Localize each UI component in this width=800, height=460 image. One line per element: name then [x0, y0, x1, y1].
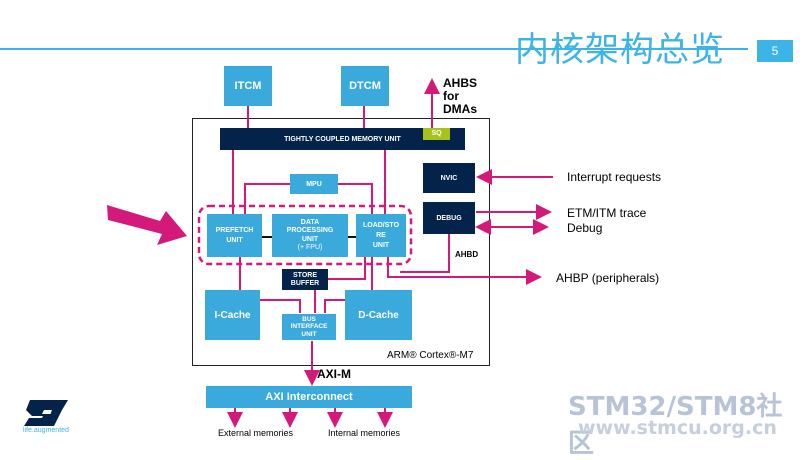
- ahbp-label: AHBP (peripherals): [556, 271, 660, 285]
- axi-m-label: AXI-M: [317, 367, 351, 381]
- debug-label: Debug: [567, 221, 603, 235]
- debug-block: DEBUG: [423, 202, 475, 234]
- mpu-block: MPU: [290, 174, 338, 194]
- watermark-url: www.stmcu.org.cn: [578, 417, 777, 439]
- cortex-m7-label: ARM® Cortex®-M7: [387, 350, 474, 361]
- logo-tagline: life.augmented: [23, 427, 69, 434]
- internal-memories-label: Internal memories: [328, 428, 401, 438]
- axi-interconnect-block: AXI Interconnect: [206, 386, 412, 408]
- st-logo-icon: [24, 400, 68, 426]
- connection-lines: [107, 78, 553, 428]
- ahbd-label: AHBD: [455, 250, 479, 259]
- tcm-unit-label: TIGHTLY COUPLED MEMORY UNIT: [284, 135, 401, 143]
- external-memories-label: External memories: [218, 428, 294, 438]
- sq-block: SQ: [423, 128, 450, 140]
- interrupt-requests-label: Interrupt requests: [567, 170, 662, 184]
- page-number: 5: [757, 40, 793, 62]
- i-cache-block: I-Cache: [205, 290, 260, 340]
- watermark-title: STM32/STM8社区: [568, 392, 783, 459]
- etm-itm-trace-label: ETM/ITM trace: [567, 206, 647, 220]
- d-cache-block: D-Cache: [345, 290, 412, 340]
- title-rule: [0, 48, 748, 50]
- tcm-unit-bar: TIGHTLY COUPLED MEMORY UNIT: [220, 128, 465, 150]
- slide-title: 内核架构总览: [515, 30, 725, 70]
- itcm-block: ITCM: [224, 66, 272, 106]
- dtcm-block: DTCM: [341, 66, 389, 106]
- nvic-block: NVIC: [423, 163, 475, 193]
- pointer-arrow-icon: [107, 205, 187, 245]
